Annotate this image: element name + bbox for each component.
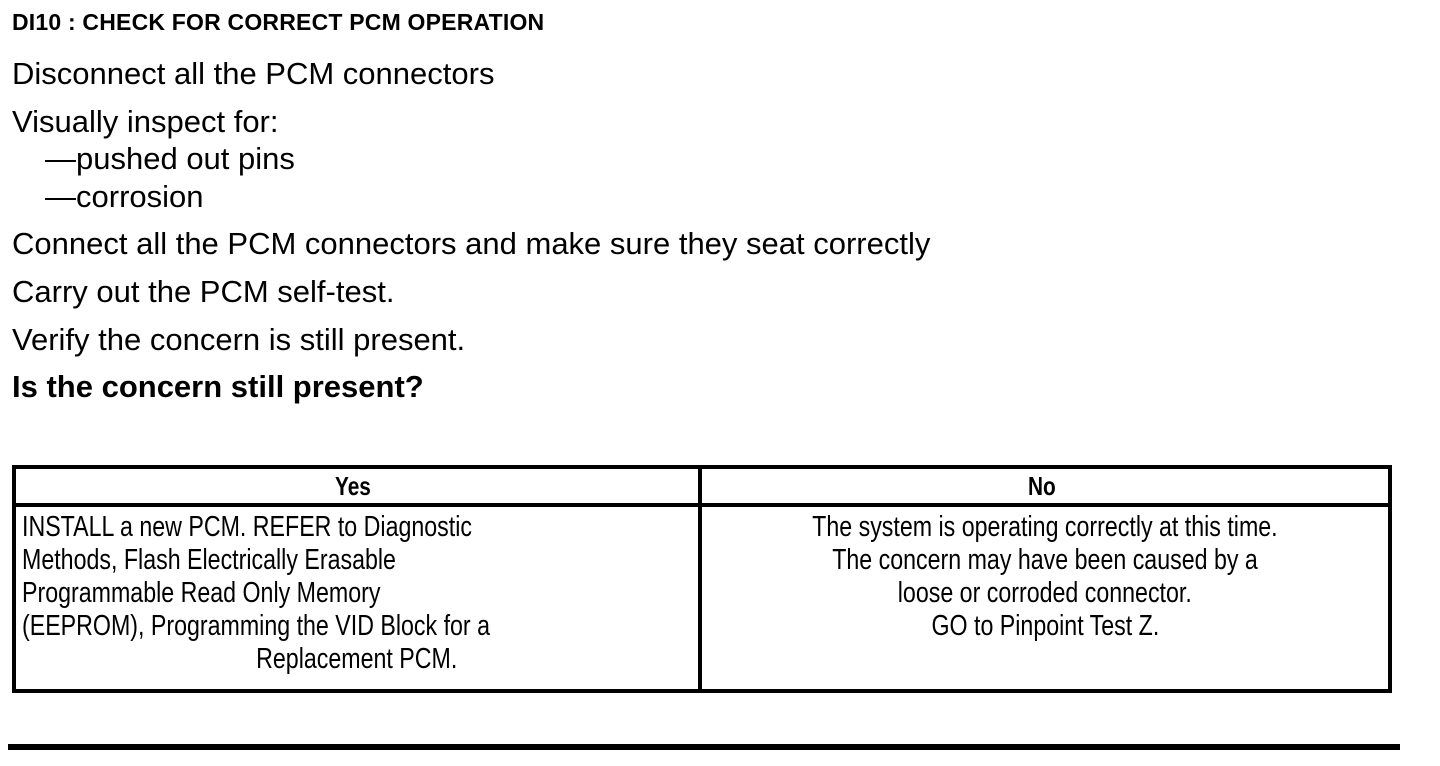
answer-line-text: The concern may have been caused by a bbox=[832, 544, 1258, 576]
table-header-no-label: No bbox=[1027, 470, 1056, 501]
instruction-step-label: —corrosion bbox=[45, 179, 204, 214]
page-title: DI10 : CHECK FOR CORRECT PCM OPERATION bbox=[12, 8, 544, 36]
table-header-yes-label: Yes bbox=[334, 470, 371, 501]
instruction-step-7: Is the concern still present? bbox=[12, 369, 424, 405]
instruction-step-2: —pushed out pins bbox=[45, 141, 295, 177]
answer-line: loose or corroded connector. bbox=[708, 577, 1382, 610]
bottom-divider-rule bbox=[8, 744, 1400, 750]
answer-line: The system is operating correctly at thi… bbox=[708, 511, 1382, 544]
decision-table: Yes No INSTALL a new PCM. REFER to Diagn… bbox=[12, 465, 1392, 693]
instruction-step-label: Verify the concern is still present. bbox=[12, 322, 466, 357]
instruction-step-label: Disconnect all the PCM connectors bbox=[12, 56, 495, 91]
answer-line-text: Programmable Read Only Memory bbox=[22, 577, 381, 609]
instruction-step-5: Carry out the PCM self-test. bbox=[12, 274, 394, 310]
instruction-step-label: —pushed out pins bbox=[45, 141, 295, 176]
answer-line-text: The system is operating correctly at thi… bbox=[812, 511, 1278, 543]
answer-line-text: loose or corroded connector. bbox=[897, 577, 1193, 609]
answer-line: Methods, Flash Electrically Erasable bbox=[22, 544, 692, 577]
instruction-step-6: Verify the concern is still present. bbox=[12, 322, 465, 358]
page-title-text: DI10 : CHECK FOR CORRECT PCM OPERATION bbox=[12, 9, 545, 35]
no-answer-text: The system is operating correctly at thi… bbox=[708, 511, 1382, 643]
answer-line: INSTALL a new PCM. REFER to Diagnostic bbox=[22, 511, 692, 544]
answer-line-text: GO to Pinpoint Test Z. bbox=[931, 610, 1159, 642]
answer-line: Programmable Read Only Memory bbox=[22, 577, 692, 610]
answer-line-text: INSTALL a new PCM. REFER to Diagnostic bbox=[22, 511, 472, 543]
answer-line: Replacement PCM. bbox=[22, 643, 692, 676]
instruction-step-4: Connect all the PCM connectors and make … bbox=[12, 226, 930, 262]
table-header-row: Yes No bbox=[16, 469, 1388, 507]
answer-line-text: Methods, Flash Electrically Erasable bbox=[22, 544, 396, 576]
answer-line: (EEPROM), Programming the VID Block for … bbox=[22, 610, 692, 643]
table-header-yes: Yes bbox=[16, 469, 702, 503]
instruction-step-0: Disconnect all the PCM connectors bbox=[12, 56, 494, 92]
answer-line: The concern may have been caused by a bbox=[708, 544, 1382, 577]
table-header-no: No bbox=[702, 469, 1388, 503]
table-cell-no-action: The system is operating correctly at thi… bbox=[702, 507, 1388, 689]
instruction-step-3: —corrosion bbox=[45, 179, 204, 215]
instruction-step-label: Carry out the PCM self-test. bbox=[12, 274, 395, 309]
instruction-step-label: Is the concern still present? bbox=[12, 369, 424, 404]
answer-line-text: Replacement PCM. bbox=[256, 643, 458, 675]
answer-line: GO to Pinpoint Test Z. bbox=[708, 610, 1382, 643]
instruction-step-label: Connect all the PCM connectors and make … bbox=[12, 226, 931, 261]
answer-line-text: (EEPROM), Programming the VID Block for … bbox=[22, 610, 490, 642]
instruction-step-label: Visually inspect for: bbox=[12, 104, 279, 139]
instruction-step-1: Visually inspect for: bbox=[12, 104, 279, 140]
